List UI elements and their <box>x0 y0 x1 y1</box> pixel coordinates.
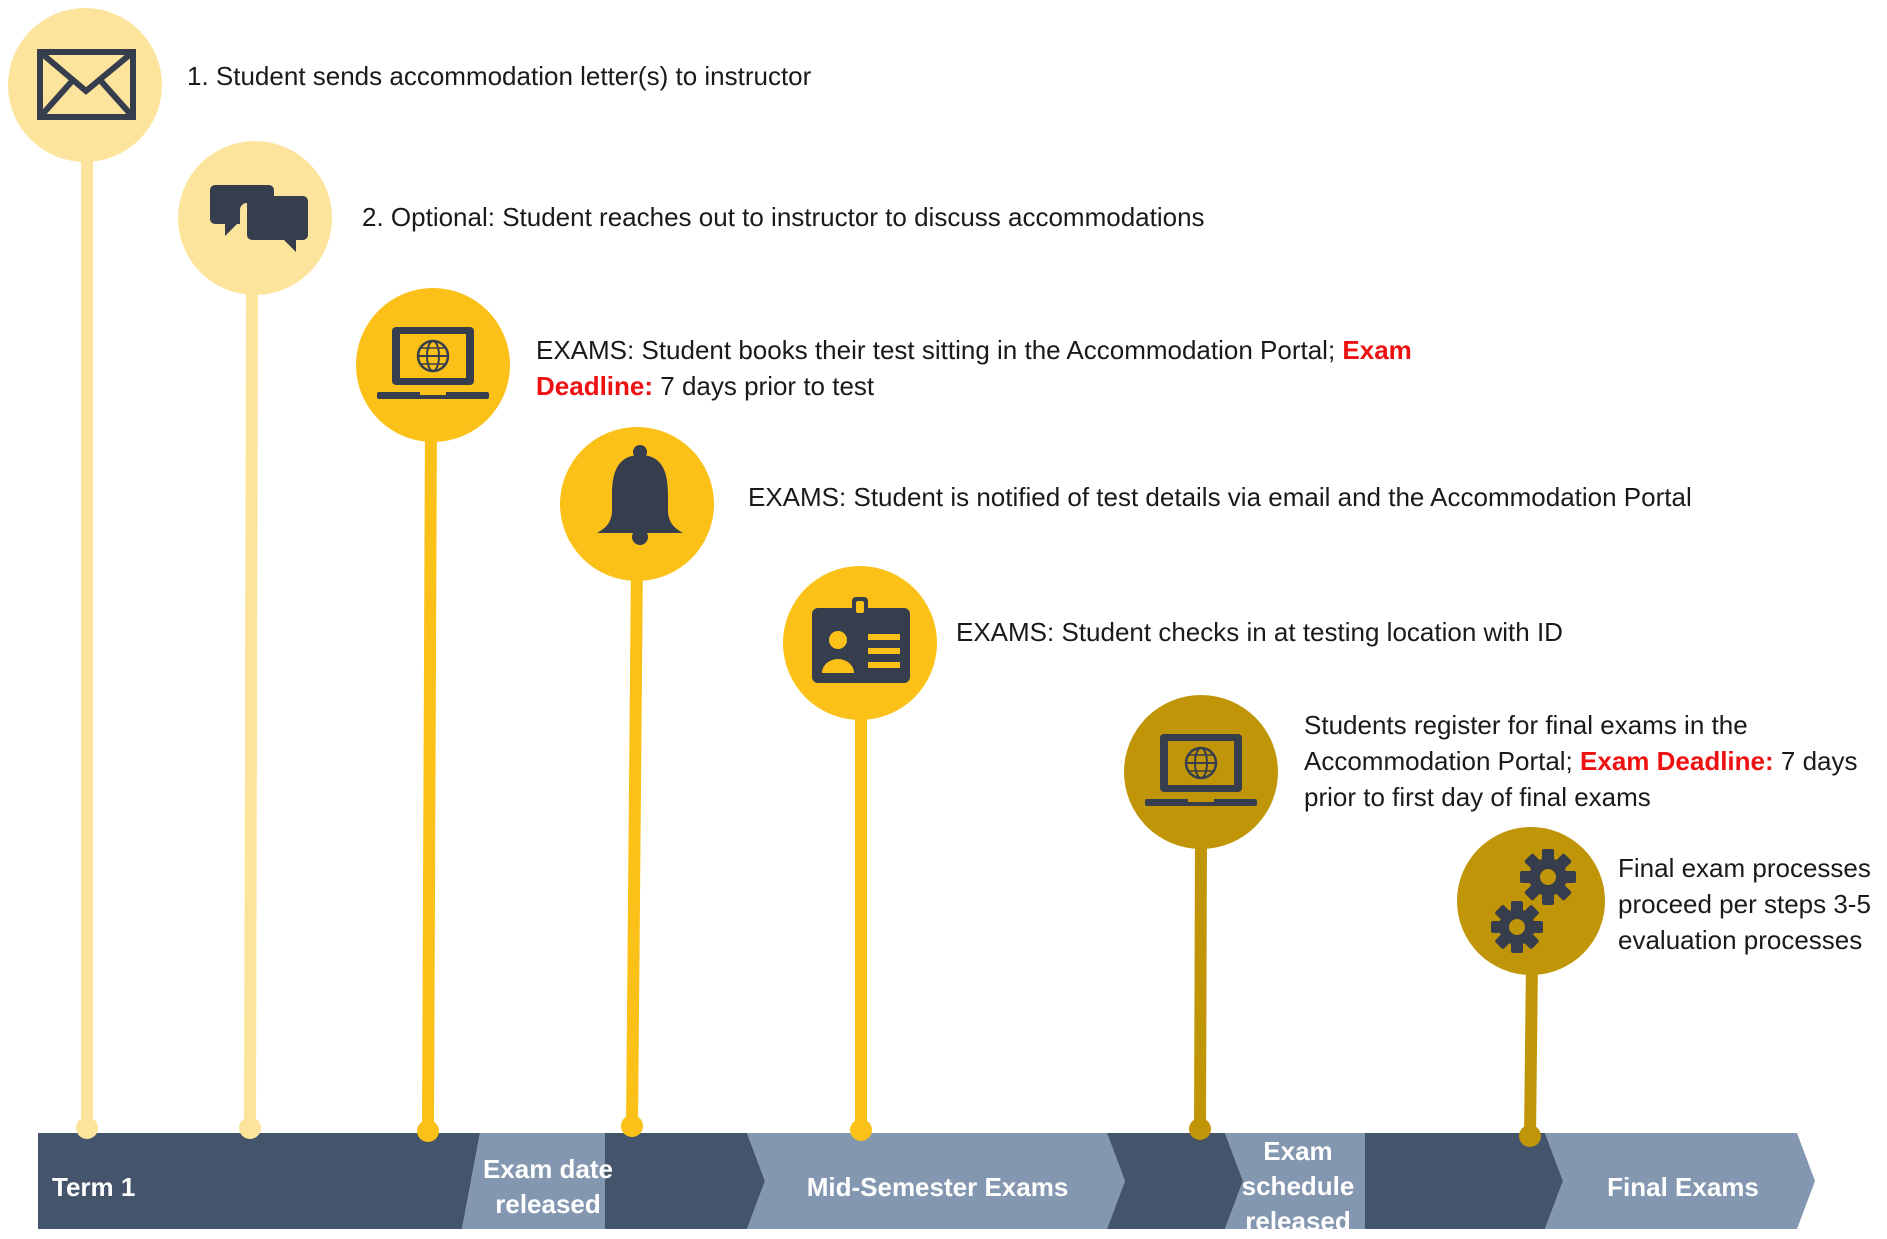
step-7-text: Final exam processes proceed per steps 3… <box>1618 853 1871 955</box>
timeline-label-exam-date: Exam date released <box>482 1154 614 1219</box>
step-6-text-main: Students register for final exams in the… <box>1304 710 1748 776</box>
step-circle-7 <box>1457 827 1605 975</box>
stem-4 <box>626 559 643 1127</box>
step-3-text: EXAMS: Student books their test sitting … <box>536 332 1476 404</box>
step-6-text: Students register for final exams in the… <box>1304 707 1887 815</box>
step-1-text: 1. Student sends accommodation letter(s)… <box>187 61 812 91</box>
stem-6 <box>1194 839 1207 1130</box>
band-segment-dark-2 <box>605 1133 765 1229</box>
band-segment-term <box>38 1133 480 1229</box>
stem-7 <box>1524 959 1538 1137</box>
band-segment-final-exams <box>1545 1133 1815 1229</box>
envelope-icon <box>37 49 136 120</box>
stem-dot-6 <box>1189 1118 1211 1140</box>
step-6-text-tail: 7 days prior to first day of final exams <box>1304 746 1858 812</box>
step-3-text-main: EXAMS: Student books their test sitting … <box>536 335 1343 365</box>
band-segment-exam-date <box>462 1133 605 1229</box>
stems <box>76 140 1541 1147</box>
bell-icon <box>597 445 683 545</box>
stem-dot-5 <box>850 1119 872 1141</box>
stem-dot-7 <box>1519 1125 1541 1147</box>
timeline-label-term: Term 1 <box>52 1172 136 1202</box>
step-5-text: EXAMS: Student checks in at testing loca… <box>956 617 1563 647</box>
stem-dot-1 <box>76 1117 98 1139</box>
timeline-label-exam-schedule: Exam schedule released <box>1241 1136 1355 1236</box>
step-circle-1 <box>8 8 162 162</box>
stem-3 <box>422 419 437 1132</box>
step-6-deadline-label: Exam Deadline: <box>1580 746 1774 776</box>
gears-icon <box>1491 849 1576 953</box>
chat-bubbles-icon <box>210 185 308 252</box>
band-segment-dark-4 <box>1365 1133 1563 1229</box>
laptop-globe-icon <box>1145 734 1257 806</box>
id-badge-icon <box>812 597 910 683</box>
step-3-text-tail: 7 days prior to test <box>653 371 875 401</box>
step-3-deadline-label: Exam Deadline: <box>536 335 1412 401</box>
band-segment-dark-3 <box>1107 1133 1243 1229</box>
timeline-label-final-exams: Final Exams <box>1607 1172 1759 1202</box>
stem-dot-3 <box>417 1120 439 1142</box>
band-segment-exam-schedule <box>1225 1133 1365 1229</box>
stem-dot-2 <box>239 1117 261 1139</box>
timeline-band <box>38 1133 1815 1229</box>
laptop-globe-icon <box>377 327 489 399</box>
stem-dot-4 <box>621 1115 643 1137</box>
band-segment-mid-semester <box>747 1133 1125 1229</box>
step-2-text: 2. Optional: Student reaches out to inst… <box>362 202 1205 232</box>
step-4-text: EXAMS: Student is notified of test detai… <box>748 482 1692 512</box>
timeline-label-mid-semester: Mid-Semester Exams <box>806 1172 1069 1202</box>
stem-2 <box>244 279 258 1129</box>
